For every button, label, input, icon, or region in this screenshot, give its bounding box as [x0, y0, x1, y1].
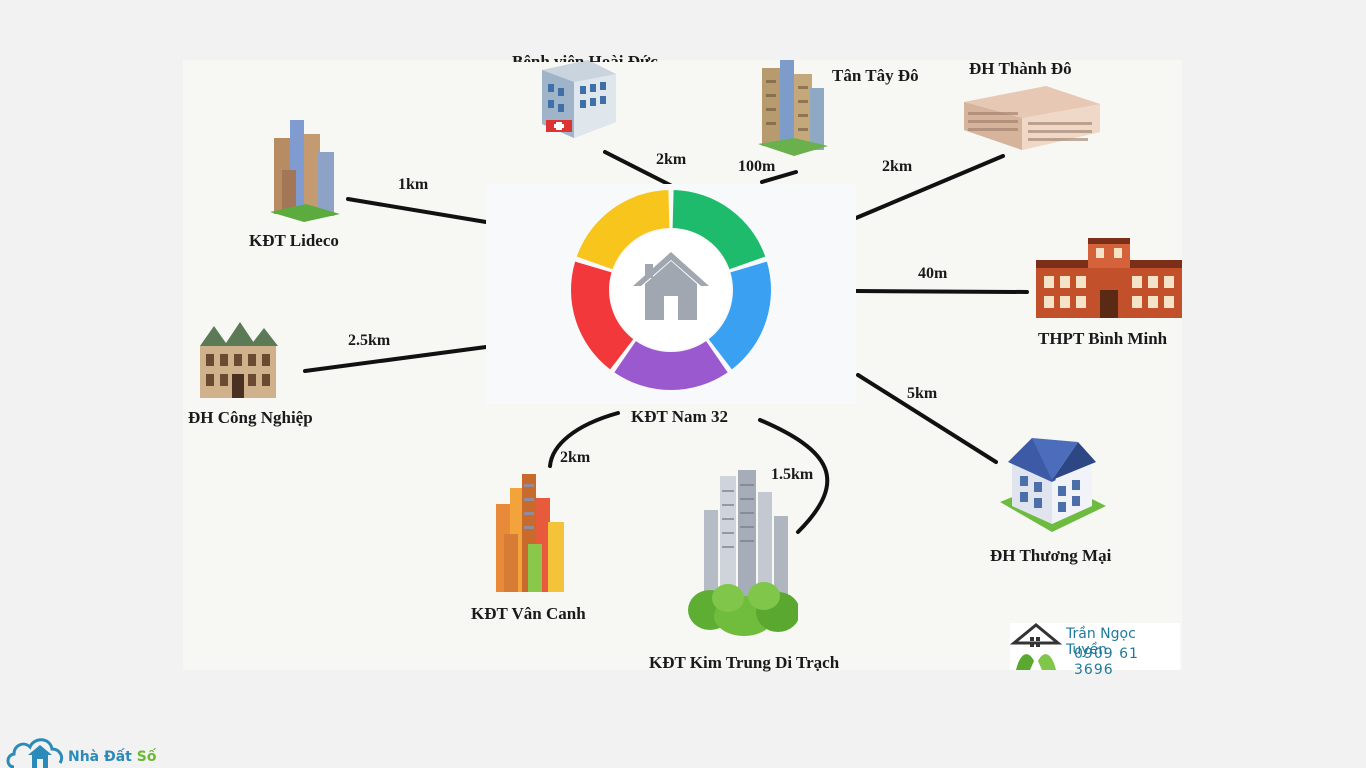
line-tan-tay-do [760, 170, 798, 184]
kdt-kim-trung-towers-icon [688, 470, 798, 636]
contact-box: Trần Ngọc Tuyền 0909 61 3696 [1010, 623, 1180, 678]
kdt-lideco-towers-icon [270, 120, 340, 222]
node-label-benh-vien: Bệnh viện Hoài Đức [512, 52, 658, 62]
school-building-icon [1036, 238, 1182, 318]
ring-segment-4 [576, 190, 670, 270]
distance-dh-thuong-mai: 5km [907, 385, 938, 402]
line-thpt-binh-minh [854, 289, 1029, 294]
node-label-dh-thuong-mai: ĐH Thương Mại [990, 546, 1112, 565]
tan-tay-do-towers-icon [758, 60, 828, 156]
distance-tan-tay-do: 100m [738, 158, 776, 175]
distance-kdt-lideco: 1km [398, 176, 429, 193]
footer-brand: Nhà Đất Số [68, 749, 157, 765]
contact-name: Trần Ngọc Tuyền [1066, 626, 1136, 658]
cloud-house-icon [6, 738, 64, 768]
node-label-kdt-kim-trung: KĐT Kim Trung Di Trạch [649, 653, 840, 672]
line-kdt-kim-trung [758, 418, 830, 534]
house-icon [611, 230, 731, 350]
line-dh-cong-nghiep [303, 345, 488, 373]
kdt-van-canh-towers-icon [496, 474, 564, 592]
realtor-logo-icon [1010, 623, 1062, 670]
contact-phone: 0909 61 3696 [1074, 646, 1139, 678]
dh-cong-nghiep-building-icon [200, 322, 278, 398]
line-kdt-van-canh [548, 411, 620, 468]
distance-dh-cong-nghiep: 2.5km [348, 332, 391, 349]
distance-kdt-kim-trung: 1.5km [771, 466, 814, 483]
node-label-dh-cong-nghiep: ĐH Công Nghiệp [188, 408, 313, 427]
footer-logo[interactable]: Nhà Đất Số [6, 733, 166, 768]
node-label-kdt-van-canh: KĐT Vân Canh [471, 604, 586, 623]
dh-thuong-mai-building-icon [1000, 438, 1106, 532]
distance-benh-vien: 2km [656, 151, 687, 168]
hospital-building-icon [542, 60, 616, 138]
node-label-tan-tay-do: Tân Tây Đô [832, 66, 919, 85]
ring-segment-2 [614, 341, 728, 390]
center-card [486, 184, 856, 404]
line-dh-thanh-do [854, 154, 1005, 220]
ring-segment-0 [672, 190, 766, 270]
line-dh-thuong-mai [856, 373, 998, 464]
line-benh-vien [603, 150, 674, 188]
center-donut [571, 190, 771, 390]
distance-thpt-binh-minh: 40m [918, 265, 948, 282]
distance-dh-thanh-do: 2km [882, 158, 913, 175]
node-label-dh-thanh-do: ĐH Thành Đô [969, 59, 1072, 78]
line-kdt-lideco [346, 197, 488, 224]
dh-thanh-do-building-icon [964, 86, 1100, 150]
center-label: KĐT Nam 32 [631, 407, 728, 426]
distance-kdt-van-canh: 2km [560, 449, 591, 466]
node-label-kdt-lideco: KĐT Lideco [249, 231, 339, 250]
ring-segment-3 [571, 261, 634, 370]
node-label-thpt-binh-minh: THPT Bình Minh [1038, 329, 1168, 348]
ring-segment-1 [708, 261, 771, 370]
